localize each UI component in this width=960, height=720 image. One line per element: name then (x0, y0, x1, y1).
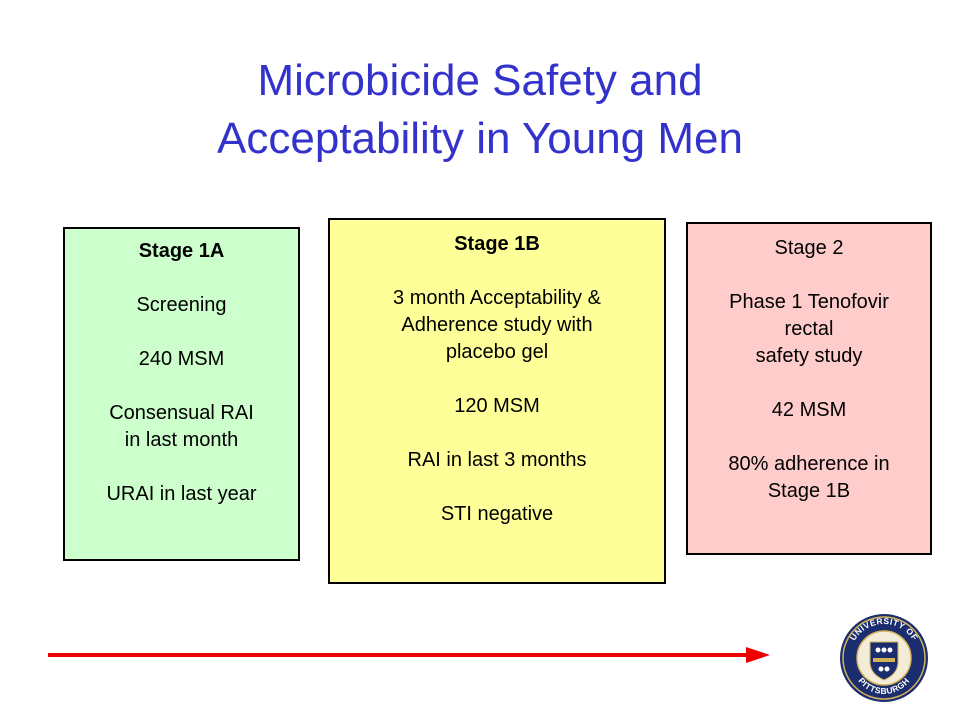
title-line-2: Acceptability in Young Men (217, 114, 743, 163)
stage-2-line: safety study (755, 345, 863, 367)
stage-1b-line: Adherence study with (401, 314, 593, 336)
stage-2-line: rectal (784, 318, 834, 340)
stage-2-line: Stage 1B (767, 480, 851, 502)
stage-2-box: Stage 2 Phase 1 Tenofovir rectal safety … (686, 222, 932, 555)
stage-1b-line: placebo gel (445, 341, 549, 363)
title-line-1: Microbicide Safety and (257, 56, 703, 105)
stage-1a-line: in last month (124, 429, 239, 451)
stage-1a-line: URAI in last year (106, 483, 257, 505)
stage-2-line: 42 MSM (771, 399, 847, 421)
stage-1a-line: 240 MSM (138, 348, 225, 370)
university-seal-icon: UNIVERSITY OF PITTSBURGH (840, 614, 928, 702)
stage-1b-line: RAI in last 3 months (407, 449, 587, 471)
stage-1a-box: Stage 1A Screening 240 MSM Consensual RA… (63, 227, 300, 561)
stage-1b-heading: Stage 1B (454, 233, 540, 255)
stage-1b-line: STI negative (440, 503, 554, 525)
stage-1a-line: Screening (136, 294, 227, 316)
stage-2-heading: Stage 2 (774, 237, 844, 259)
stage-1a-line: Consensual RAI (109, 402, 254, 424)
stage-1b-line: 3 month Acceptability & (393, 287, 601, 309)
stage-2-line: Phase 1 Tenofovir (729, 291, 889, 313)
stage-1a-heading: Stage 1A (138, 240, 225, 262)
stage-1b-box: Stage 1B 3 month Acceptability & Adheren… (328, 218, 666, 584)
stage-2-line: 80% adherence in (728, 453, 890, 475)
stage-1b-line: 120 MSM (454, 395, 540, 417)
progression-arrow-icon (48, 647, 770, 663)
slide-title: Microbicide Safety and Acceptability in … (0, 52, 960, 168)
